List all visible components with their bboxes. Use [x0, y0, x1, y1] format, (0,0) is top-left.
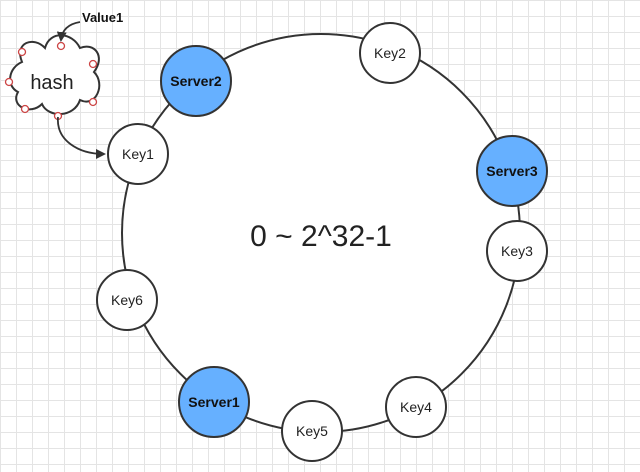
- key-circle: [281, 400, 343, 462]
- server3-node: Server3: [476, 135, 548, 207]
- hash-cloud-shape: [9, 34, 101, 115]
- cloud-handle: [88, 59, 98, 69]
- hash-to-key1-arrow: [57, 116, 106, 159]
- server-circle: [178, 366, 250, 438]
- key-label: Key6: [111, 292, 143, 308]
- cloud-handle: [56, 41, 66, 51]
- key6-node: Key6: [96, 269, 158, 331]
- key-circle: [486, 220, 548, 282]
- value1-to-hash-arrow: [56, 21, 81, 42]
- key-circle: [107, 123, 169, 185]
- key-label: Key4: [400, 399, 432, 415]
- cloud-handle: [17, 47, 27, 57]
- hash-label: hash: [30, 72, 73, 94]
- key1-node: Key1: [107, 123, 169, 185]
- cloud-handle: [4, 77, 14, 87]
- key-circle: [359, 22, 421, 84]
- key4-node: Key4: [385, 376, 447, 438]
- server1-node: Server1: [178, 366, 250, 438]
- cloud-handle: [88, 97, 98, 107]
- server-label: Server3: [486, 163, 538, 179]
- key3-node: Key3: [486, 220, 548, 282]
- key-circle: [96, 269, 158, 331]
- key-label: Key5: [296, 423, 328, 439]
- server-label: Server2: [170, 73, 222, 89]
- cloud-handle: [20, 104, 30, 114]
- server-circle: [476, 135, 548, 207]
- hash-cloud: hash: [4, 34, 101, 121]
- key-circle: [385, 376, 447, 438]
- server-circle: [160, 45, 232, 117]
- server-label: Server1: [188, 394, 240, 410]
- key-label: Key1: [122, 146, 154, 162]
- value1-label: Value1: [82, 10, 123, 25]
- key-label: Key3: [501, 243, 533, 259]
- key-label: Key2: [374, 45, 406, 61]
- server2-node: Server2: [160, 45, 232, 117]
- key2-node: Key2: [359, 22, 421, 84]
- key5-node: Key5: [281, 400, 343, 462]
- ring-range-label: 0 ~ 2^32-1: [250, 220, 392, 253]
